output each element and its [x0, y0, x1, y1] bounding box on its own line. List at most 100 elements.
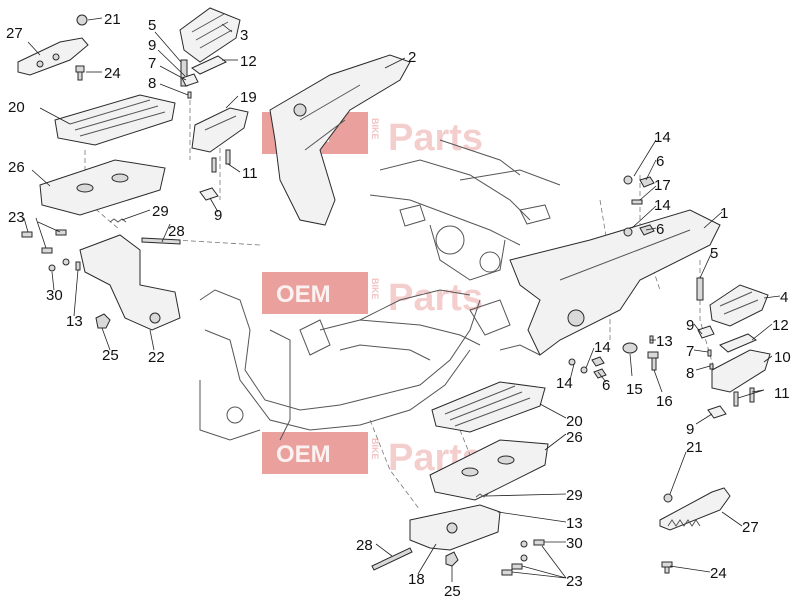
part-5-right-pin — [696, 277, 704, 301]
watermark-middle: OEM BIKE Parts — [262, 272, 483, 319]
callout-7: 7 — [148, 55, 156, 72]
callout-4: 4 — [780, 289, 788, 306]
part-15-bushing — [622, 342, 638, 354]
callout-6: 6 — [656, 153, 664, 170]
part-9-clip-left — [199, 187, 219, 201]
part-10-right-peg-bracket — [711, 349, 771, 393]
callout-11: 11 — [242, 165, 258, 182]
part-23-left-bolts — [21, 229, 67, 254]
part-27-right-trim — [659, 487, 731, 531]
part-28-right-pin — [371, 547, 413, 571]
leader-lines — [23, 17, 781, 582]
part-6-14-lower-fasteners — [568, 356, 607, 379]
callout-9-right-lower: 9 — [686, 421, 694, 438]
callout-5-right: 5 — [710, 245, 718, 262]
part-2-rear-bracket — [269, 54, 411, 226]
part-11-bolts-left — [211, 149, 231, 173]
part-28-left-pin — [141, 237, 181, 245]
callout-7-right: 7 — [686, 343, 694, 360]
callout-16: 16 — [656, 393, 673, 410]
callout-14-lower: 14 — [594, 339, 611, 356]
part-8-spring-pin — [187, 91, 192, 99]
callout-labels: 27 21 24 5 3 9 7 12 8 2 20 19 26 11 9 23… — [6, 11, 791, 600]
part-7-9-8-right-small — [697, 325, 715, 370]
part-20-left-floorboard — [54, 94, 176, 146]
callout-15: 15 — [626, 381, 643, 398]
callout-23: 23 — [8, 209, 25, 226]
part-1-right-frame-bracket — [509, 209, 721, 356]
part-12-peg-plate — [191, 55, 227, 75]
callout-27: 27 — [6, 25, 23, 42]
part-30-23-right-fasteners — [501, 539, 545, 576]
callout-20: 20 — [8, 99, 25, 116]
watermark-oem-text: OEM — [276, 441, 331, 468]
callout-24: 24 — [104, 65, 121, 82]
part-13-left-screw — [75, 261, 81, 271]
callout-14-second: 14 — [654, 197, 671, 214]
callout-14: 14 — [654, 129, 671, 146]
callout-8: 8 — [148, 75, 156, 92]
watermark-bike-text: BIKE — [370, 278, 380, 300]
part-18-right-bracket — [409, 504, 501, 551]
part-22-left-bracket — [79, 234, 181, 331]
callout-9: 9 — [148, 37, 156, 54]
main-frame-drawing — [199, 139, 561, 441]
callout-6-lower: 6 — [602, 377, 610, 394]
callout-13-right: 13 — [656, 333, 673, 350]
callout-9-right: 9 — [686, 317, 694, 334]
callout-26: 26 — [8, 159, 25, 176]
callout-25: 25 — [102, 347, 119, 364]
part-5-peg-pin — [180, 59, 188, 87]
part-26-right-floorboard-base — [429, 439, 549, 501]
watermark-parts-text: Parts — [388, 277, 483, 319]
part-7-washer — [181, 73, 199, 87]
callout-10: 10 — [774, 349, 791, 366]
callout-17: 17 — [654, 177, 671, 194]
callout-9-lower: 9 — [214, 207, 222, 224]
callout-13-lower: 13 — [566, 515, 583, 532]
part-12-right-plate — [719, 333, 757, 353]
part-21-right-screw — [663, 493, 673, 503]
part-16-bolt — [647, 351, 659, 371]
part-11-right-bolts — [733, 387, 755, 407]
callout-1: 1 — [720, 205, 728, 222]
callout-30: 30 — [46, 287, 63, 304]
callout-2: 2 — [408, 49, 416, 66]
watermark-parts-text: Parts — [388, 117, 483, 159]
callout-29: 29 — [152, 203, 169, 220]
callout-23-right: 23 — [566, 573, 583, 590]
callout-12: 12 — [240, 53, 257, 70]
callout-22: 22 — [148, 349, 165, 366]
part-24-right-bolt — [661, 561, 673, 574]
part-24-left-bolt — [75, 65, 85, 81]
watermark-oem-text: OEM — [276, 281, 331, 308]
part-9-right-clip — [707, 405, 727, 419]
callout-6-second: 6 — [656, 221, 664, 238]
part-3-passenger-peg — [179, 7, 241, 63]
part-25-left-nut — [95, 313, 111, 329]
part-21-left-screw — [76, 14, 88, 26]
callout-18: 18 — [408, 571, 425, 588]
callout-21: 21 — [104, 11, 121, 28]
part-6-14-17-fasteners — [623, 175, 655, 237]
callout-26-right: 26 — [566, 429, 583, 446]
callout-12-right: 12 — [772, 317, 789, 334]
part-13-right-screw — [649, 335, 654, 344]
callout-20-right: 20 — [566, 413, 583, 430]
callout-28-right: 28 — [356, 537, 373, 554]
callout-24-right: 24 — [710, 565, 727, 582]
callout-19: 19 — [240, 89, 257, 106]
watermark-bike-text: BIKE — [370, 118, 380, 140]
callout-13: 13 — [66, 313, 83, 330]
callout-28: 28 — [168, 223, 185, 240]
part-29-spring-left — [109, 218, 127, 223]
part-26-left-floorboard-base — [39, 159, 166, 216]
part-4-right-peg — [709, 284, 769, 327]
callout-29-right: 29 — [566, 487, 583, 504]
part-19-peg-bracket — [191, 107, 249, 153]
callout-11-right: 11 — [774, 385, 790, 402]
callout-5: 5 — [148, 17, 156, 34]
part-20-right-floorboard — [431, 381, 546, 433]
callout-3: 3 — [240, 27, 248, 44]
